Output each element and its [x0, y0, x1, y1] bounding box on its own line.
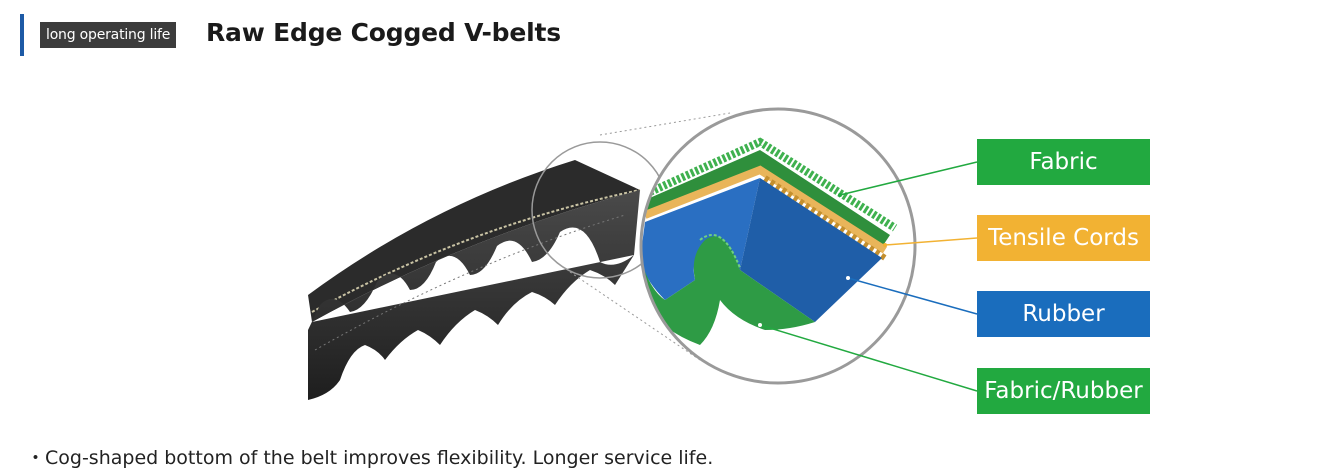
- page-title: Raw Edge Cogged V-belts: [206, 18, 561, 47]
- feature-tag: long operating life: [40, 22, 177, 48]
- zoomed-cross-section: [639, 107, 917, 385]
- label-fabric-rubber: Fabric/Rubber: [977, 368, 1150, 414]
- label-fabric: Fabric: [977, 139, 1150, 185]
- v-belt-illustration: [308, 160, 641, 400]
- label-tensile-cords: Tensile Cords: [977, 215, 1150, 261]
- label-rubber: Rubber: [977, 291, 1150, 337]
- feature-description: ・Cog-shaped bottom of the belt improves …: [26, 447, 714, 469]
- header-accent-bar: [20, 14, 24, 56]
